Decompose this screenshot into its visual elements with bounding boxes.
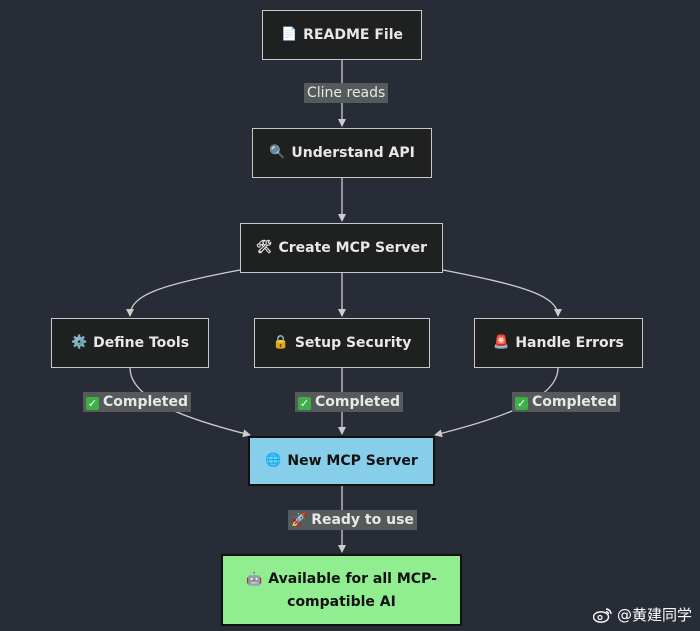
node-label: Understand API <box>291 145 415 161</box>
check-icon: ✓ <box>515 397 528 410</box>
edge-label-completed-define: ✓Completed <box>83 392 192 412</box>
node-setup-security: 🔒 Setup Security <box>254 318 430 368</box>
node-label-line1: 🤖Available for all MCP- <box>246 570 437 587</box>
globe-icon: 🌐 <box>265 453 282 468</box>
gear-icon: ⚙️ <box>70 335 88 350</box>
node-label: Define Tools <box>93 335 190 351</box>
watermark: @黄建同学 <box>592 604 692 625</box>
edge-label-completed-errors: ✓Completed <box>512 392 621 412</box>
node-define-tools: ⚙️ Define Tools <box>51 318 209 368</box>
node-label: Create MCP Server <box>278 240 428 256</box>
node-readme-file: 📄 README File <box>262 10 422 60</box>
node-available: 🤖Available for all MCP- compatible AI <box>221 554 462 626</box>
document-icon: 📄 <box>280 27 298 42</box>
node-label: New MCP Server <box>287 453 418 469</box>
edge-label-ready-to-use: 🚀Ready to use <box>288 510 417 530</box>
lock-icon: 🔒 <box>272 335 289 350</box>
check-icon: ✓ <box>298 397 311 410</box>
node-new-mcp-server: 🌐 New MCP Server <box>248 436 435 486</box>
siren-icon: 🚨 <box>493 335 510 350</box>
watermark-text: @黄建同学 <box>616 606 692 624</box>
tools-icon: 🛠 <box>255 240 273 255</box>
robot-icon: 🤖 <box>246 571 263 587</box>
edge-label-cline-reads: Cline reads <box>304 83 389 103</box>
node-label: README File <box>303 27 403 43</box>
node-create-mcp-server: 🛠 Create MCP Server <box>240 223 443 273</box>
node-handle-errors: 🚨 Handle Errors <box>474 318 643 368</box>
edge-label-completed-security: ✓Completed <box>295 392 404 412</box>
rocket-icon: 🚀 <box>291 513 308 528</box>
magnifier-icon: 🔍 <box>269 145 286 160</box>
node-understand-api: 🔍 Understand API <box>252 128 432 178</box>
check-icon: ✓ <box>86 397 99 410</box>
edge-create-define <box>126 269 241 317</box>
edge-create-errors <box>442 269 562 317</box>
node-label: Handle Errors <box>515 335 624 351</box>
weibo-icon <box>592 607 612 623</box>
node-label: Setup Security <box>294 335 412 351</box>
node-label-line2: compatible AI <box>287 593 396 610</box>
